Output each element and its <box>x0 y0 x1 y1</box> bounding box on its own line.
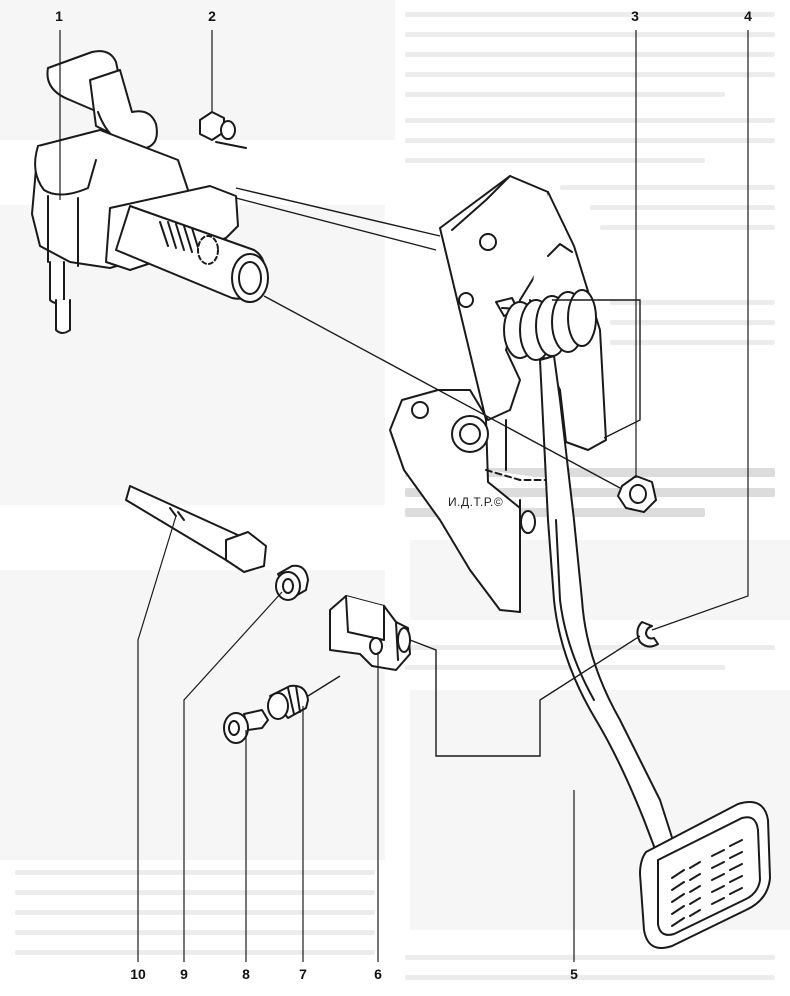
nut-part-3 <box>617 475 657 513</box>
master-cylinder <box>31 50 269 334</box>
background-text-line <box>405 32 775 37</box>
pushrod-fork <box>329 595 411 671</box>
background-text-line <box>405 488 775 497</box>
clip-part-4 <box>636 621 659 648</box>
background-text-line <box>610 340 775 345</box>
pin-part-8 <box>223 709 269 744</box>
bolt-part-10 <box>125 485 267 573</box>
background-text-line <box>15 950 375 955</box>
pedal-pad <box>639 801 771 949</box>
assembly-guide-lines <box>235 187 641 757</box>
background-text-line <box>610 300 775 305</box>
callout-5: 5 <box>570 966 578 982</box>
background-text-line <box>405 138 775 143</box>
background-text-line <box>405 665 725 670</box>
background-text-line <box>590 205 775 210</box>
callout-6: 6 <box>374 966 382 982</box>
callout-2: 2 <box>208 8 216 24</box>
callout-1: 1 <box>55 8 63 24</box>
background-text-line <box>405 955 775 960</box>
bushing-part-7 <box>267 684 309 720</box>
background-text-line <box>15 890 375 895</box>
background-text-line <box>405 975 775 980</box>
background-text-line <box>405 72 775 77</box>
callout-7: 7 <box>299 966 307 982</box>
background-text-line <box>405 92 725 97</box>
background-text-line <box>405 12 775 17</box>
bushing-part-9 <box>275 564 309 601</box>
watermark-text: И.Д.Т.Р.© <box>448 495 504 509</box>
background-text-line <box>405 118 775 123</box>
callout-10: 10 <box>130 966 146 982</box>
background-text-line <box>610 320 775 325</box>
nut-part-2 <box>199 111 247 149</box>
background-text-line <box>560 185 775 190</box>
callout-4: 4 <box>744 8 752 24</box>
background-photo-lower-left <box>0 570 385 860</box>
background-text-line <box>405 52 775 57</box>
return-spring <box>503 243 597 361</box>
pedal-lever <box>539 355 677 863</box>
callout-3: 3 <box>631 8 639 24</box>
background-text-line <box>405 158 705 163</box>
callout-8: 8 <box>242 966 250 982</box>
background-text-line <box>600 225 775 230</box>
background-text-line <box>15 930 375 935</box>
background-text-line <box>15 870 375 875</box>
callout-9: 9 <box>180 966 188 982</box>
leader-lines <box>59 30 749 962</box>
background-text-line <box>15 910 375 915</box>
